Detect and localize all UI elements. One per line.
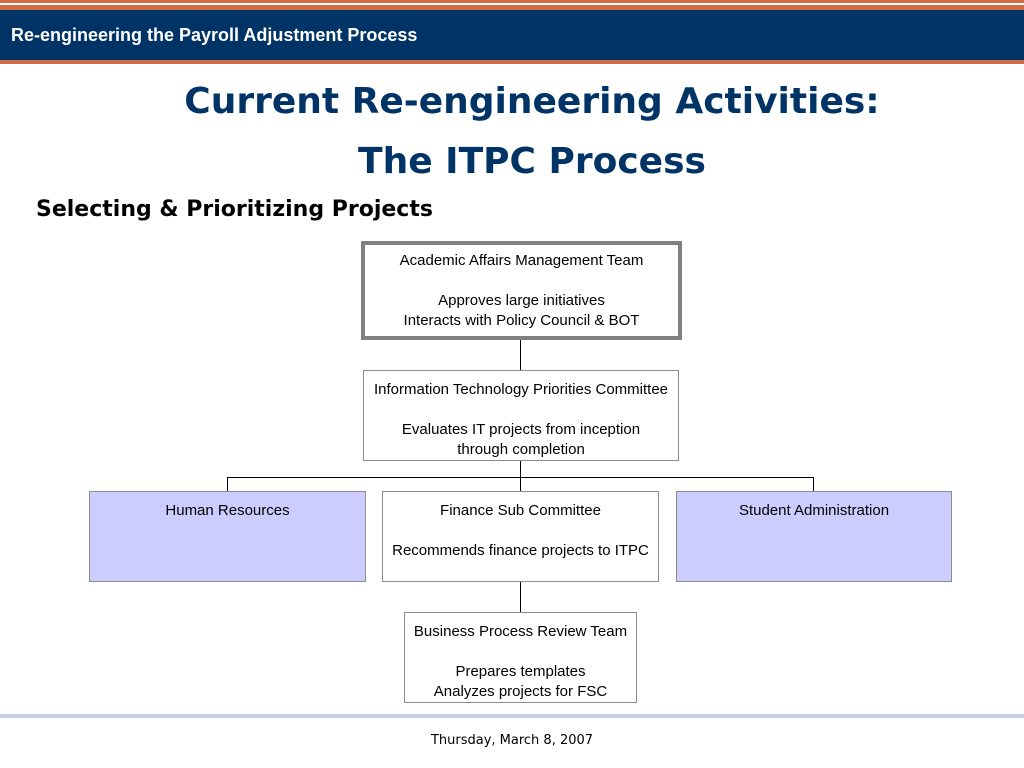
connector-top-to-itpc [520, 340, 521, 370]
slide-title-line-2: The ITPC Process [358, 141, 706, 182]
node-title: Information Technology Priorities Commit… [373, 381, 669, 398]
node-human-resources: Human Resources [89, 491, 366, 582]
slide-title-line-1: Current Re-engineering Activities: [184, 81, 880, 122]
slide-subtitle: Selecting & Prioritizing Projects [36, 197, 433, 222]
node-text-line: Analyzes projects for FSC [433, 683, 608, 700]
node-title: Business Process Review Team [413, 623, 628, 640]
connector-to-fsc [520, 477, 521, 491]
connector-to-hr [227, 477, 228, 491]
connector-fsc-to-bprt [520, 582, 521, 612]
node-title: Academic Affairs Management Team [399, 252, 644, 269]
top-accent-stripe [0, 0, 1024, 10]
node-text-line: Evaluates IT projects from inception [401, 421, 641, 438]
footer-divider [0, 714, 1024, 718]
node-student-administration: Student Administration [676, 491, 952, 582]
node-text-line: Approves large initiatives [438, 292, 605, 309]
connector-itpc-down [520, 460, 521, 477]
node-it-priorities-committee: Information Technology Priorities Commit… [363, 370, 679, 461]
node-finance-sub-committee: Finance Sub Committee Recommends finance… [382, 491, 659, 582]
node-title: Student Administration [738, 502, 890, 519]
node-text-line: through completion [457, 441, 585, 458]
node-business-process-review-team: Business Process Review Team Prepares te… [404, 612, 637, 703]
header-bar [0, 10, 1024, 60]
node-title: Finance Sub Committee [440, 502, 601, 519]
node-title: Human Resources [165, 502, 290, 519]
node-academic-affairs-management-team: Academic Affairs Management Team Approve… [361, 241, 682, 340]
node-text-line: Recommends finance projects to ITPC [392, 542, 649, 559]
node-text-line: Interacts with Policy Council & BOT [403, 312, 640, 329]
node-text-line: Prepares templates [455, 663, 586, 680]
header-accent-stripe [0, 60, 1024, 64]
header-title: Re-engineering the Payroll Adjustment Pr… [11, 25, 418, 45]
footer-date: Thursday, March 8, 2007 [430, 733, 594, 748]
connector-to-sa [813, 477, 814, 491]
